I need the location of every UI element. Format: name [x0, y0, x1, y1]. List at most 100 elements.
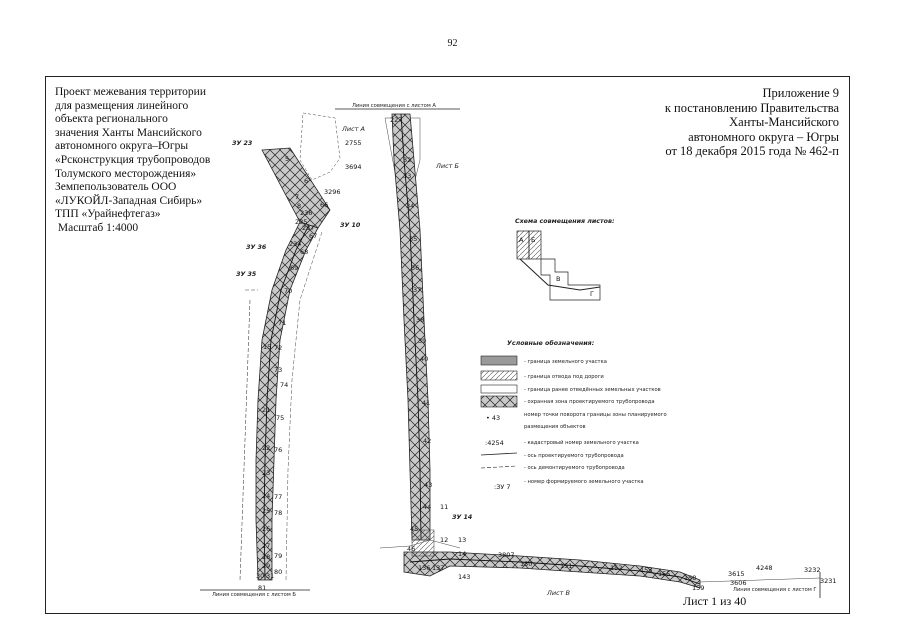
route-point: 66: [320, 201, 328, 209]
legend-symbol: • 43: [486, 414, 500, 422]
svg-text:А: А: [519, 236, 524, 244]
route-point: 43: [424, 481, 432, 489]
cadastral-number: 3615: [728, 570, 745, 578]
route-point: 28: [262, 553, 270, 561]
project-line: Толумского месторождения»: [55, 167, 197, 180]
route-point: 45: [410, 525, 418, 533]
route-point: 40: [420, 355, 428, 363]
project-line: Земпепользователь ООО: [55, 181, 177, 194]
legend: - граница земельного участка - граница о…: [480, 355, 667, 491]
route-point: 227: [390, 116, 402, 124]
cadastral-number: 3232: [804, 566, 821, 574]
svg-text:В: В: [556, 275, 560, 283]
sheet-footer: Лист 1 из 40: [683, 594, 747, 608]
route-point: 76: [274, 446, 282, 454]
route-point: 8: [297, 202, 301, 210]
bottom-route-axis: [409, 558, 701, 585]
road-boundary: [239, 289, 258, 581]
boundary-right: [699, 577, 821, 583]
project-title-block: Проект межевания территории для размещен…: [55, 86, 255, 236]
left-route-corridor: [255, 221, 319, 581]
legend-swatch-axis: [480, 452, 518, 456]
route-point: 42: [423, 437, 431, 445]
route-point: 5: [285, 155, 289, 163]
middle-route-points: 227 32 33 34 35 36 37 38 39 40 41 42 43 …: [390, 116, 466, 558]
svg-text:Б: Б: [531, 236, 535, 244]
route-point: 80: [274, 568, 282, 576]
route-point: 31: [266, 572, 274, 580]
legend-text: - кадастровый номер земельного участка: [524, 439, 639, 446]
sheet-a-label: Лист А: [341, 125, 365, 133]
route-point: 153: [640, 566, 652, 574]
route-point: 14: [458, 550, 466, 558]
route-point: 237: [302, 224, 314, 232]
route-point: 23: [262, 469, 270, 477]
left-route-points: 5 6 66 67 68 69 70 71 72 73 74 75 76 77 …: [256, 155, 328, 592]
legend-text: - охранная зона проектируемого трубопров…: [524, 399, 655, 405]
cadastral-number: 3807: [498, 551, 515, 559]
route-point: 78: [274, 509, 282, 517]
project-scale: Масштаб 1:4000: [55, 221, 139, 234]
project-line: объекта регионального: [55, 113, 168, 126]
project-line: для размещения линейного: [55, 99, 189, 112]
route-point: 68: [300, 248, 308, 256]
project-line: значения Ханты Мансийского: [55, 126, 202, 139]
route-point: 234: [289, 240, 301, 248]
left-route-upper-corridor: [261, 147, 331, 229]
route-point: 38: [416, 316, 424, 324]
legend-text: - номер формируемого земельного участка: [524, 479, 644, 485]
middle-route-axis: [400, 113, 422, 541]
appendix-line: Приложение 9: [762, 86, 839, 100]
route-point: 34: [406, 202, 414, 210]
route-point: 32: [403, 156, 411, 164]
route-point: 81: [258, 584, 266, 592]
route-point: 15: [263, 343, 271, 351]
route-point: 79: [274, 552, 282, 560]
route-point: 72: [274, 344, 282, 352]
sheet-v-label: Лист В: [546, 589, 571, 597]
drawing-frame: [45, 76, 850, 614]
appendix-line: автономного округа – Югры: [688, 129, 839, 144]
route-point: 137: [432, 564, 444, 572]
route-point: 71: [278, 319, 286, 327]
route-point: 30: [256, 572, 264, 580]
route-point: 13: [458, 536, 466, 544]
match-line-bottom-right-label: Линия совмещения с листом Г: [733, 587, 817, 593]
cadastral-number: 3296: [324, 188, 341, 196]
route-point: 24: [262, 492, 270, 500]
route-point: 77: [274, 493, 282, 501]
route-point: 33: [403, 172, 411, 180]
plot-label-zu10: ЗУ 10: [340, 222, 361, 229]
appendix-line: к постановлению Правительства: [664, 100, 839, 115]
route-point: 235: [295, 218, 307, 226]
existing-plot-boundary: [299, 112, 341, 181]
appendix-block: Приложение 9 к постановлению Правительст…: [559, 86, 839, 159]
route-point: 36: [411, 264, 419, 272]
route-point: 46: [407, 545, 415, 553]
cadastral-number: 2755: [345, 139, 362, 147]
plot-label-zu35: ЗУ 35: [236, 271, 257, 278]
route-point: 159: [692, 584, 704, 592]
project-line: «Рсконструкция трубопроводов: [55, 153, 211, 166]
match-line-bottom-left-label: Линия совмещения с листом Б: [212, 592, 296, 598]
route-point: 29: [262, 562, 270, 570]
project-line: «ЛУКОЙЛ-Западная Сибирь»: [55, 194, 203, 207]
route-point: 25: [262, 507, 270, 515]
project-line: автономного округа–Югры: [55, 140, 189, 153]
project-line: Проект межевания территории: [55, 86, 206, 98]
route-point: 70: [284, 287, 292, 295]
scheme-title: Схема совмещения листов:: [515, 218, 615, 225]
legend-text: - граница земельного участка: [524, 359, 607, 365]
route-point: 12: [440, 536, 448, 544]
cadastral-number: 3694: [345, 163, 362, 171]
road-boundary: [285, 231, 323, 581]
route-point: 236: [300, 209, 312, 217]
plot-label-zu23: ЗУ 23: [232, 140, 253, 147]
route-point: 27: [262, 542, 270, 550]
appendix-line: от 18 декабря 2015 года № 462-п: [665, 144, 839, 158]
route-point: 41: [422, 399, 430, 407]
route-point: 26: [262, 525, 270, 533]
cadastral-number: 3231: [820, 577, 837, 585]
route-point: 151: [560, 562, 572, 570]
